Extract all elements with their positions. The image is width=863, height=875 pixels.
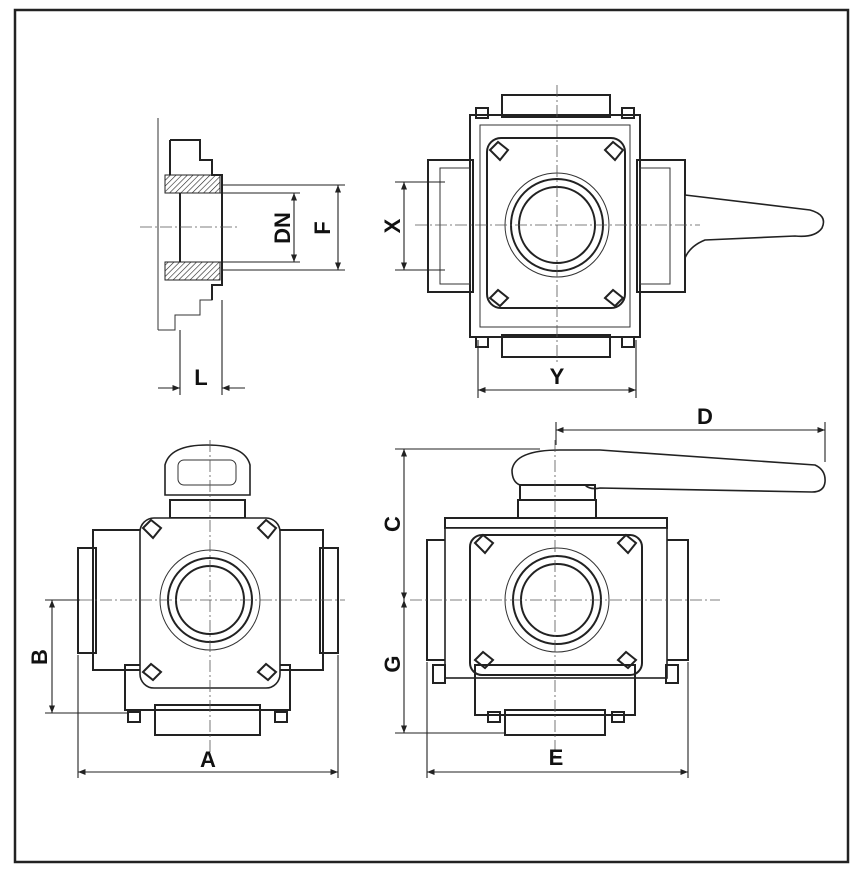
label-c: C: [380, 516, 405, 532]
label-b: B: [27, 649, 52, 665]
label-a: A: [200, 747, 216, 772]
label-g: G: [380, 655, 405, 672]
label-l: L: [194, 365, 207, 390]
drawing-frame: [13, 8, 850, 864]
label-dn: DN: [270, 212, 295, 244]
label-x: X: [380, 218, 405, 233]
top-view: [395, 85, 825, 398]
label-f: F: [310, 221, 335, 234]
label-e: E: [549, 745, 564, 770]
front-view: [395, 422, 826, 778]
socket-section-view: [140, 118, 345, 395]
side-view: [45, 440, 345, 778]
label-y: Y: [550, 364, 565, 389]
label-d: D: [697, 404, 713, 429]
